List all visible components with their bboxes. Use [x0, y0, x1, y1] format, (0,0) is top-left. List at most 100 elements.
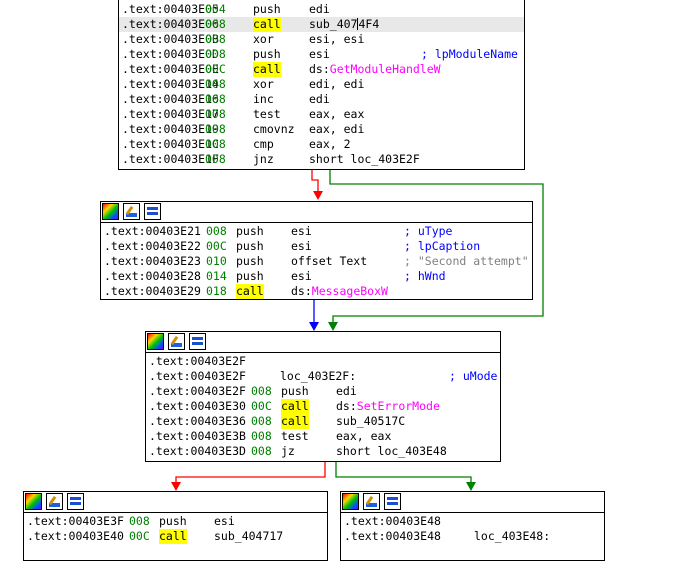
mnemonic: call: [253, 17, 281, 32]
operand[interactable]: ds:GetModuleHandleW: [309, 62, 441, 77]
mnemonic: cmp: [253, 137, 274, 151]
edge-arrowhead-blue: [309, 322, 319, 331]
node-titlebar[interactable]: [24, 492, 327, 513]
line-address: .text:00403E30: [149, 399, 246, 413]
operand[interactable]: eax, edi: [309, 122, 365, 136]
stack-delta: 00C: [205, 62, 226, 76]
line-address: .text:00403E3F: [27, 514, 124, 528]
asm-line[interactable]: .text:00403E2F: [146, 354, 500, 369]
line-address: .text:00403E1C: [122, 137, 219, 151]
line-address: .text:00403E28: [104, 269, 201, 283]
operand[interactable]: eax, eax: [309, 107, 365, 121]
comment: ; lpCaption: [404, 239, 481, 253]
edge-true-block3-to-block5: [335, 462, 472, 484]
stack-delta: 00C: [251, 399, 272, 413]
mnemonic: push: [236, 269, 264, 283]
edit-node-icon[interactable]: [363, 493, 380, 510]
node-titlebar[interactable]: [146, 332, 500, 353]
node-titlebar[interactable]: [101, 202, 532, 223]
group-nodes-icon[interactable]: [67, 493, 84, 510]
comment: ; hWnd: [404, 269, 446, 283]
comment: ; uType: [404, 224, 453, 238]
operand[interactable]: esi: [291, 269, 312, 283]
operand[interactable]: esi: [309, 47, 330, 61]
stack-delta: 008: [205, 77, 226, 91]
operand[interactable]: eax, eax: [336, 429, 392, 443]
operand[interactable]: short loc_403E2F: [309, 152, 420, 166]
import-name[interactable]: GetModuleHandleW: [329, 62, 441, 76]
group-nodes-icon[interactable]: [144, 203, 161, 220]
operand[interactable]: edi: [309, 2, 330, 16]
operand[interactable]: sub_4074F4: [309, 17, 380, 31]
operand[interactable]: short loc_403E48: [336, 444, 447, 458]
import-name[interactable]: MessageBoxW: [311, 284, 388, 298]
color-palette-icon[interactable]: [25, 493, 42, 510]
color-palette-icon[interactable]: [147, 333, 164, 350]
line-address: .text:00403E48: [344, 514, 441, 528]
operand[interactable]: sub_404717: [214, 529, 284, 543]
line-address: .text:00403E2F: [149, 369, 246, 383]
color-palette-icon[interactable]: [102, 203, 119, 220]
node-titlebar[interactable]: [341, 492, 604, 513]
asm-line[interactable]: .text:00403E48: [341, 514, 604, 529]
operand[interactable]: sub_40517C: [336, 414, 406, 428]
operand[interactable]: eax, 2: [309, 137, 351, 151]
group-nodes-icon[interactable]: [384, 493, 401, 510]
import-name[interactable]: SetErrorMode: [356, 399, 440, 413]
operand[interactable]: ds:MessageBoxW: [291, 284, 388, 299]
group-nodes-icon[interactable]: [189, 333, 206, 350]
operand[interactable]: esi, esi: [309, 32, 365, 46]
color-palette-icon[interactable]: [342, 493, 359, 510]
mnemonic: cmovnz: [253, 122, 295, 136]
operand[interactable]: edi, edi: [309, 77, 365, 91]
edit-node-icon[interactable]: [168, 333, 185, 350]
operand-prefix: ds:: [336, 399, 357, 413]
line-address: .text:00403E3B: [149, 429, 246, 443]
stack-delta: 00C: [129, 529, 150, 543]
mnemonic: call: [159, 529, 187, 544]
operand[interactable]: esi: [214, 514, 235, 528]
mnemonic: jnz: [253, 152, 274, 166]
operand[interactable]: esi: [291, 239, 312, 253]
operand[interactable]: esi: [291, 224, 312, 238]
operand[interactable]: edi: [309, 92, 330, 106]
edit-node-icon[interactable]: [46, 493, 63, 510]
edit-node-icon[interactable]: [123, 203, 140, 220]
asm-line[interactable]: .text:00403E28 014 push esi ; hWnd: [101, 269, 532, 284]
operand[interactable]: ds:SetErrorMode: [336, 399, 440, 414]
stack-delta: 008: [205, 32, 226, 46]
operand[interactable]: edi: [336, 384, 357, 398]
stack-delta: 014: [206, 269, 227, 283]
edge-arrowhead-red-2: [171, 482, 181, 491]
operand[interactable]: offset Text: [291, 254, 368, 268]
